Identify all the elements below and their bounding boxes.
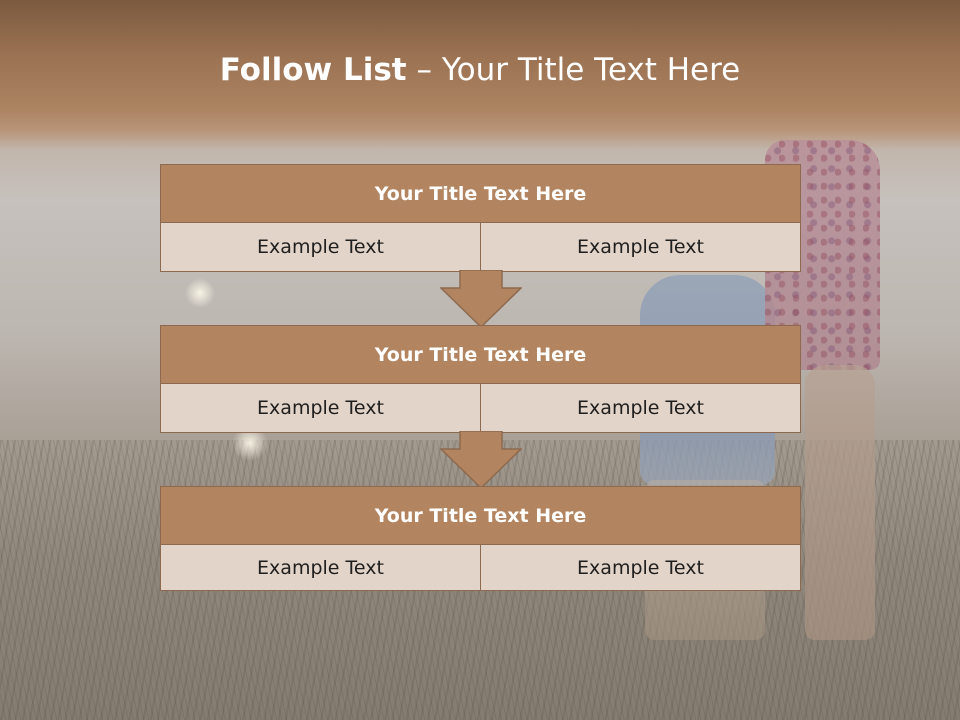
- slide-title-bold: Follow List: [219, 52, 407, 88]
- down-arrow-icon: [440, 270, 522, 328]
- step-title[interactable]: Your Title Text Here: [161, 326, 800, 384]
- step-left-text[interactable]: Example Text: [161, 223, 480, 271]
- step-row: Example Text Example Text: [161, 384, 800, 432]
- step-row: Example Text Example Text: [161, 223, 800, 271]
- step-right-text[interactable]: Example Text: [480, 545, 800, 590]
- step-right-text[interactable]: Example Text: [480, 223, 800, 271]
- step-left-text[interactable]: Example Text: [161, 545, 480, 590]
- slide-title-rest: – Your Title Text Here: [406, 52, 741, 88]
- light-glow: [185, 278, 215, 308]
- step-box-1: Your Title Text Here Example Text Exampl…: [160, 164, 801, 272]
- step-left-text[interactable]: Example Text: [161, 384, 480, 432]
- step-title[interactable]: Your Title Text Here: [161, 165, 800, 223]
- step-box-3: Your Title Text Here Example Text Exampl…: [160, 486, 801, 591]
- woman-legs: [805, 365, 875, 640]
- step-right-text[interactable]: Example Text: [480, 384, 800, 432]
- step-row: Example Text Example Text: [161, 545, 800, 590]
- step-box-2: Your Title Text Here Example Text Exampl…: [160, 325, 801, 433]
- down-arrow-icon: [440, 431, 522, 489]
- step-title[interactable]: Your Title Text Here: [161, 487, 800, 545]
- slide-title: Follow List – Your Title Text Here: [0, 52, 960, 88]
